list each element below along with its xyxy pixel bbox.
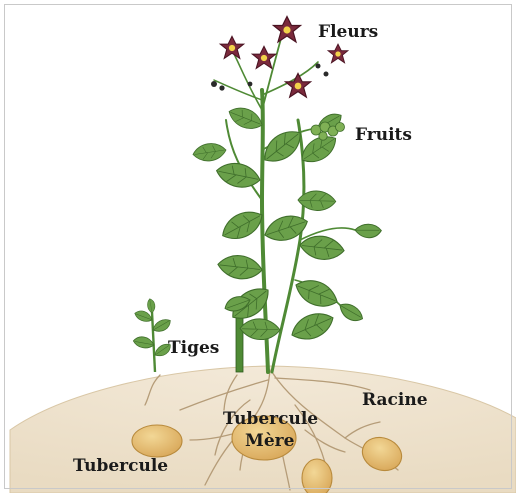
flower <box>220 36 243 58</box>
flower <box>285 73 310 97</box>
flower <box>274 17 301 43</box>
label-root: Racine <box>362 392 428 409</box>
label-mother-tuber-line1: Tubercule <box>223 411 318 428</box>
tuber-bottom <box>302 459 332 493</box>
label-flowers: Fleurs <box>318 24 378 41</box>
label-stems: Tiges <box>168 340 219 357</box>
flower <box>328 44 348 63</box>
cut-stem <box>236 315 243 373</box>
label-fruits: Fruits <box>355 127 412 144</box>
small-stem <box>132 299 173 372</box>
tuber-left <box>132 425 182 457</box>
label-tuber: Tubercule <box>73 458 168 475</box>
label-mother-tuber-line2: Mère <box>245 433 294 450</box>
flower <box>252 46 275 68</box>
